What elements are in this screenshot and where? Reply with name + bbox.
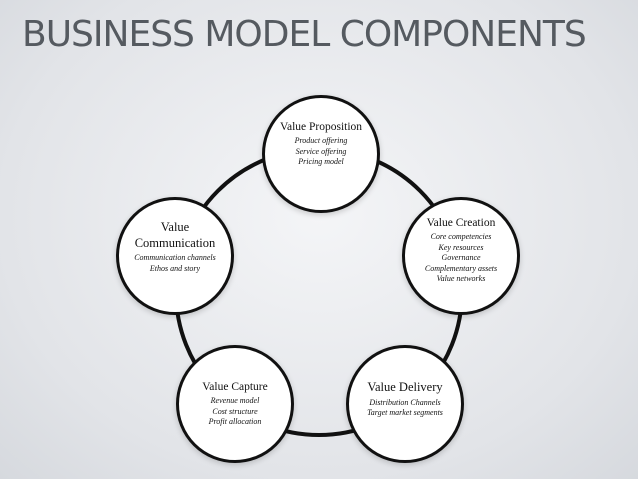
node-value-proposition: Value Proposition Product offering Servi… <box>262 95 380 213</box>
node-items: Product offering Service offering Pricin… <box>295 136 348 167</box>
node-item: Governance <box>441 253 481 263</box>
page-title: BUSINESS MODEL COMPONENTS <box>22 14 587 55</box>
node-title-line: Value <box>160 220 190 234</box>
node-item: Cost structure <box>212 406 258 416</box>
node-item: Revenue model <box>210 396 260 406</box>
node-value-creation: Value Creation Core competencies Key res… <box>402 197 520 315</box>
node-item: Complementary assets <box>424 263 498 273</box>
node-title: Value Proposition <box>279 121 363 133</box>
node-item: Value networks <box>436 273 486 283</box>
node-item: Communication channels <box>134 253 216 263</box>
node-item: Core competencies <box>430 232 492 242</box>
node-item: Distribution Channels <box>369 397 441 407</box>
node-item: Ethos and story <box>149 263 201 273</box>
node-item: Product offering <box>294 136 348 146</box>
node-item: Service offering <box>295 146 347 156</box>
node-value-delivery: Value Delivery Distribution Channels Tar… <box>346 345 464 463</box>
node-item: Profit allocation <box>208 417 262 427</box>
node-item: Key resources <box>438 242 484 252</box>
node-title-line: Communication <box>134 235 216 250</box>
node-items: Distribution Channels Target market segm… <box>367 398 443 419</box>
node-title: Value Creation <box>426 217 496 229</box>
node-title: Value Capture <box>202 381 268 393</box>
node-items: Revenue model Cost structure Profit allo… <box>209 396 262 427</box>
node-title: Value Delivery <box>367 380 443 394</box>
node-value-capture: Value Capture Revenue model Cost structu… <box>176 345 294 463</box>
node-item: Target market segments <box>367 408 443 418</box>
node-items: Core competencies Key resources Governan… <box>425 232 497 284</box>
node-items: Communication channels Ethos and story <box>134 253 216 274</box>
node-value-communication: Value Communication Communication channe… <box>116 197 234 315</box>
node-item: Pricing model <box>298 157 344 167</box>
